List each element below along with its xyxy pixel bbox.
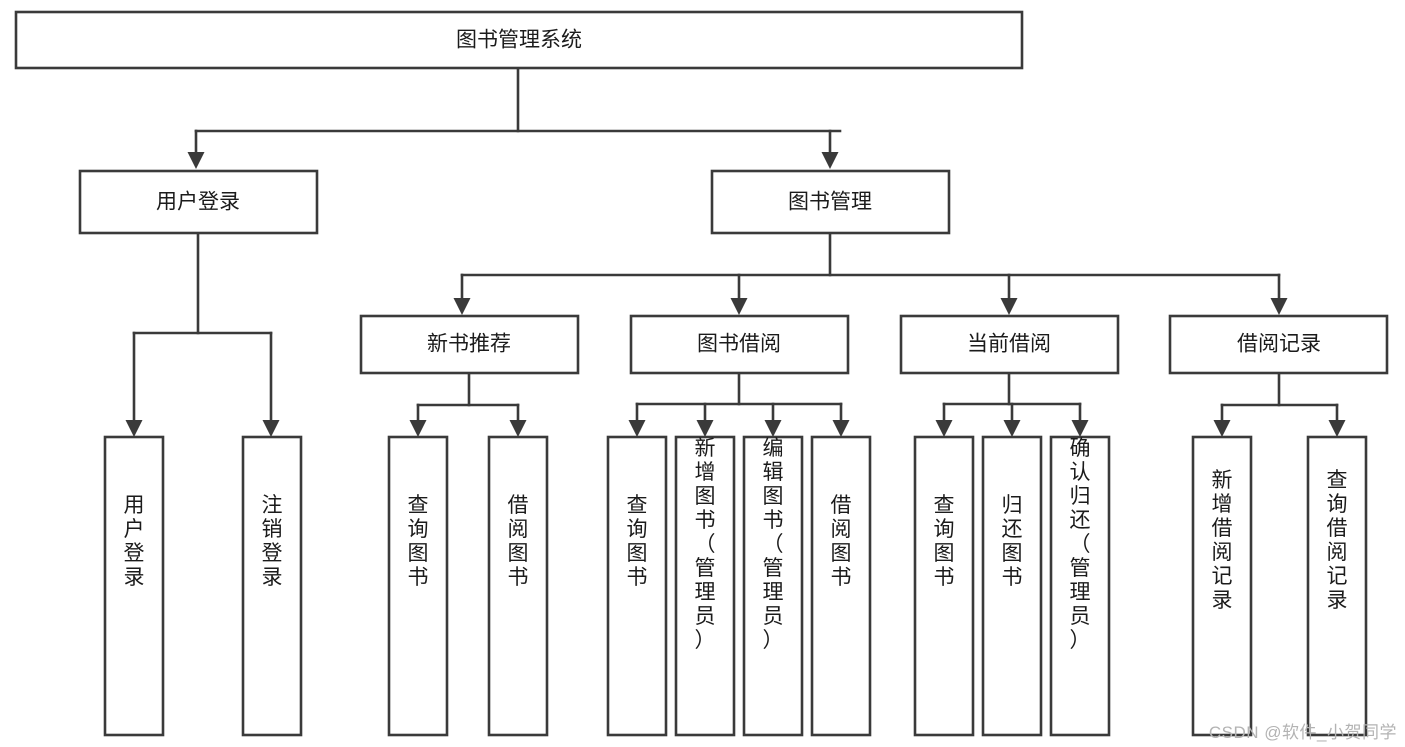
node-borrow-record-label: 借阅记录 bbox=[1237, 333, 1321, 356]
leaf-current-borrow-0[interactable]: 查询图书 bbox=[913, 435, 975, 737]
leaf-book-borrow-1[interactable]: 新增图书（管理员） bbox=[674, 435, 736, 737]
leaf-user-login-0-label: 用户登录 bbox=[124, 494, 145, 589]
leaf-new-book-recommend-1-label: 借阅图书 bbox=[508, 494, 529, 589]
node-book-borrow[interactable]: 图书借阅 bbox=[629, 314, 850, 375]
leaf-user-login-1-label: 注销登录 bbox=[262, 494, 283, 589]
node-new-book-recommend[interactable]: 新书推荐 bbox=[359, 314, 580, 375]
leaf-current-borrow-2[interactable]: 确认归还（管理员） bbox=[1049, 435, 1111, 737]
leaf-book-borrow-1-label: 新增图书（管理员） bbox=[695, 437, 716, 652]
connector-newbook-to-leaves bbox=[409, 371, 527, 437]
leaf-borrow-record-1[interactable]: 查询借阅记录 bbox=[1306, 435, 1368, 737]
leaf-new-book-recommend-0-label: 查询图书 bbox=[408, 494, 429, 589]
node-root-label: 图书管理系统 bbox=[456, 29, 582, 52]
node-book-management-label: 图书管理 bbox=[788, 191, 872, 214]
node-book-management[interactable]: 图书管理 bbox=[710, 169, 951, 235]
leaf-current-borrow-1[interactable]: 归还图书 bbox=[981, 435, 1043, 737]
connector-currentborrow-to-leaves bbox=[935, 371, 1089, 437]
leaf-borrow-record-0-label: 新增借阅记录 bbox=[1212, 469, 1233, 612]
leaf-book-borrow-2-label: 编辑图书（管理员） bbox=[763, 437, 784, 652]
leaf-book-borrow-0[interactable]: 查询图书 bbox=[606, 435, 668, 737]
node-new-book-recommend-label: 新书推荐 bbox=[427, 333, 511, 356]
node-current-borrow[interactable]: 当前借阅 bbox=[899, 314, 1120, 375]
node-user-login-label: 用户登录 bbox=[156, 191, 240, 214]
leaf-user-login-1[interactable]: 注销登录 bbox=[241, 435, 303, 737]
node-user-login[interactable]: 用户登录 bbox=[78, 169, 319, 235]
leaf-new-book-recommend-0[interactable]: 查询图书 bbox=[387, 435, 449, 737]
leaf-user-login-0[interactable]: 用户登录 bbox=[103, 435, 165, 737]
leaf-current-borrow-0-label: 查询图书 bbox=[934, 494, 955, 589]
leaf-book-borrow-2[interactable]: 编辑图书（管理员） bbox=[742, 435, 804, 737]
connector-userlogin-to-leaves bbox=[125, 231, 280, 437]
leaf-current-borrow-2-label: 确认归还（管理员） bbox=[1070, 437, 1091, 652]
leaf-book-borrow-3-label: 借阅图书 bbox=[831, 494, 852, 589]
node-root[interactable]: 图书管理系统 bbox=[14, 10, 1024, 70]
connector-bookborrow-to-leaves bbox=[628, 371, 850, 437]
node-current-borrow-label: 当前借阅 bbox=[967, 333, 1051, 356]
node-book-borrow-label: 图书借阅 bbox=[697, 333, 781, 356]
leaf-new-book-recommend-1[interactable]: 借阅图书 bbox=[487, 435, 549, 737]
connector-borrowrecord-to-leaves bbox=[1213, 371, 1346, 437]
leaf-book-borrow-3[interactable]: 借阅图书 bbox=[810, 435, 872, 737]
node-borrow-record[interactable]: 借阅记录 bbox=[1168, 314, 1389, 375]
connector-bookmgmt-to-level3 bbox=[453, 231, 1288, 315]
leaf-borrow-record-0[interactable]: 新增借阅记录 bbox=[1191, 435, 1253, 737]
connector-root-to-level2 bbox=[187, 66, 842, 169]
leaf-current-borrow-1-label: 归还图书 bbox=[1002, 494, 1023, 589]
leaf-book-borrow-0-label: 查询图书 bbox=[627, 494, 648, 589]
leaf-borrow-record-1-label: 查询借阅记录 bbox=[1327, 469, 1348, 612]
